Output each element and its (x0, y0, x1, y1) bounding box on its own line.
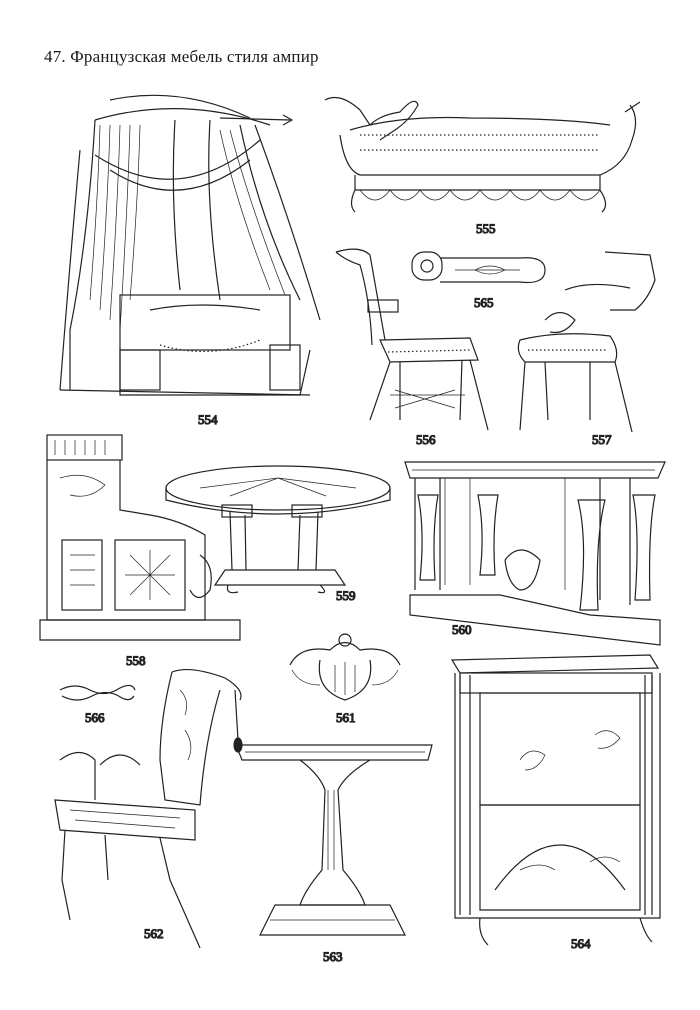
figure-label-562: 562 (144, 926, 164, 941)
figure-label-554: 554 (198, 412, 218, 427)
illustration-canopy-bed (59, 94, 321, 396)
figure-label-559: 559 (336, 588, 356, 603)
illustration-ornament-565 (411, 251, 546, 284)
page-title: 47. Французская мебель стиля ампир (44, 47, 319, 66)
figure-label-555: 555 (476, 221, 496, 236)
figure-label-564: 564 (571, 936, 591, 951)
figure-label-565: 565 (474, 295, 494, 310)
figure-label-558: 558 (126, 653, 146, 668)
figure-label-563: 563 (323, 949, 343, 964)
illustration-lyre-ornament-561 (289, 633, 401, 701)
figure-label-560: 560 (452, 622, 472, 637)
illustration-daybed (324, 97, 641, 213)
illustration-sphinx-armchair-562 (54, 668, 243, 949)
illustration-chair-556 (335, 248, 489, 431)
illustration-throne-558 (39, 434, 241, 641)
figure-label-556: 556 (416, 432, 436, 447)
illustration-armchair-557 (517, 251, 656, 433)
illustration-secretary-564 (450, 654, 661, 946)
figure-label-566: 566 (85, 710, 105, 725)
illustration-console-table-560 (404, 461, 666, 646)
figure-label-557: 557 (592, 432, 612, 447)
illustration-round-table-559 (165, 465, 391, 594)
illustration-pedestal-table-563 (235, 744, 433, 936)
figure-label-561: 561 (336, 710, 356, 725)
illustration-band-ornament-566 (59, 684, 136, 701)
